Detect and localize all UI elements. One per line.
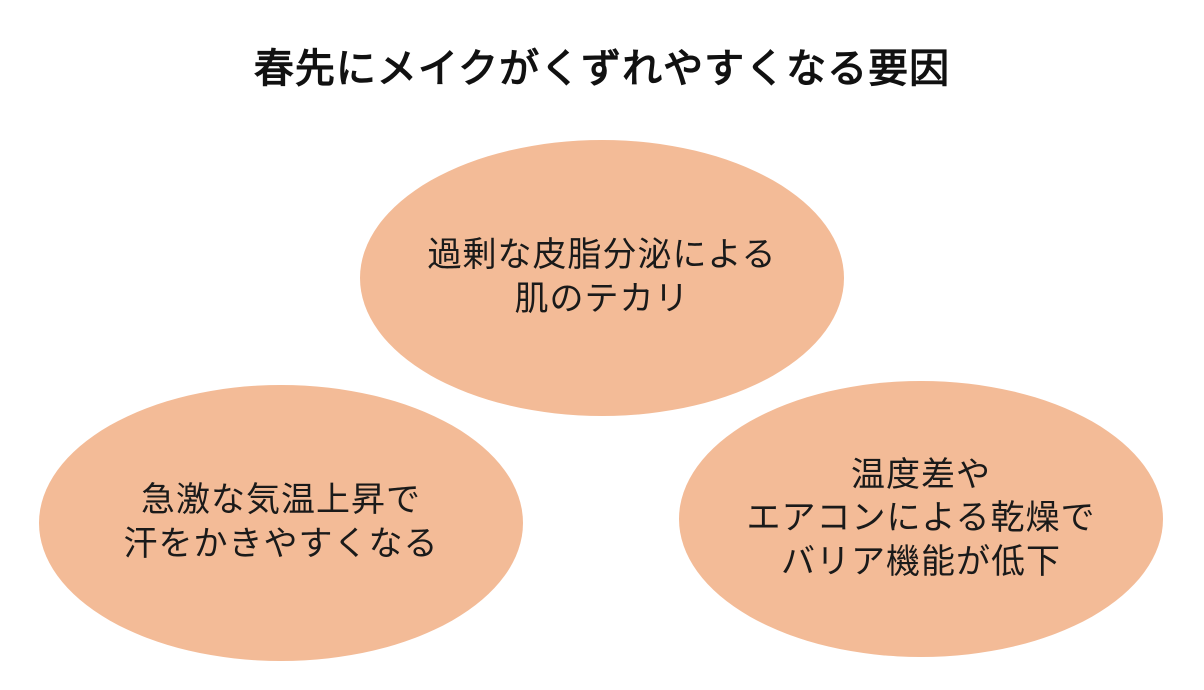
- cause-line: 肌のテカリ: [514, 279, 690, 319]
- diagram-title: 春先にメイクがくずれやすくなる要因: [253, 46, 951, 92]
- cause-text-sebum: 過剰な皮脂分泌による 肌のテカリ: [428, 234, 777, 321]
- cause-bubble-dryness: 温度差や エアコンによる乾燥で バリア機能が低下: [679, 381, 1163, 657]
- cause-text-sweat: 急激な気温上昇で 汗をかきやすくなる: [124, 479, 439, 566]
- cause-bubble-sebum: 過剰な皮脂分泌による 肌のテカリ: [360, 140, 844, 416]
- cause-line: 急激な気温上昇で: [141, 480, 421, 521]
- cause-line: エアコンによる乾燥で: [746, 498, 1096, 539]
- cause-line: 温度差や: [850, 454, 991, 495]
- cause-bubble-sweat: 急激な気温上昇で 汗をかきやすくなる: [39, 385, 523, 661]
- cause-line: バリア機能が低下: [780, 541, 1061, 582]
- cause-text-dryness: 温度差や エアコンによる乾燥で バリア機能が低下: [747, 454, 1096, 585]
- cause-line: 汗をかきやすくなる: [123, 524, 439, 564]
- cause-line: 過剰な皮脂分泌による: [427, 235, 777, 276]
